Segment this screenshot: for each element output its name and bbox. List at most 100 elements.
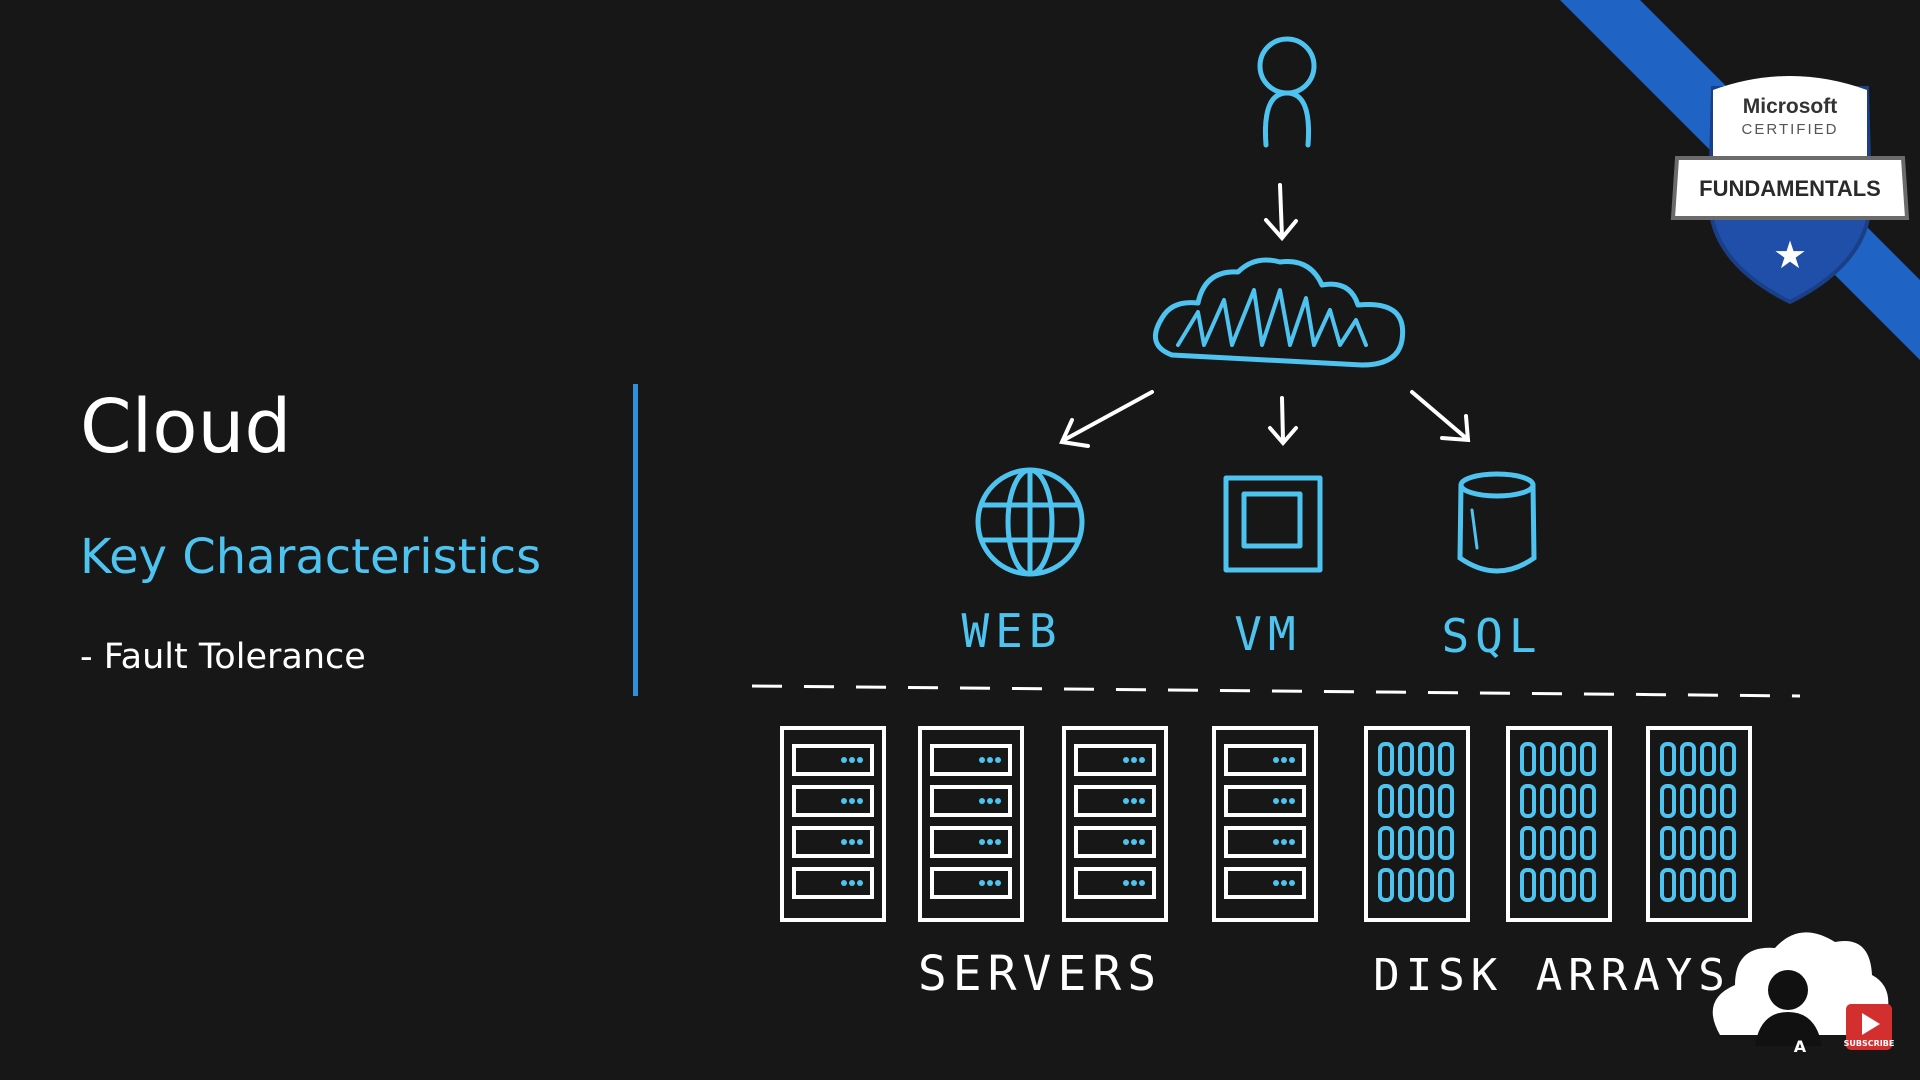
- server-led: [849, 798, 855, 804]
- rack-group: [780, 726, 1752, 922]
- label-vm: VM: [1234, 607, 1301, 661]
- server-led: [979, 757, 985, 763]
- server-led: [1131, 757, 1137, 763]
- disk-slot: [1700, 868, 1716, 902]
- disk-slot: [1398, 826, 1414, 860]
- server-led: [841, 798, 847, 804]
- server-led: [987, 757, 993, 763]
- server-led: [857, 880, 863, 886]
- server-led: [1281, 839, 1287, 845]
- server-slot: [1074, 744, 1156, 776]
- disk-slot: [1580, 742, 1596, 776]
- disk-slot: [1520, 868, 1536, 902]
- server-led: [1139, 757, 1145, 763]
- vm-icon: [1223, 475, 1323, 573]
- label-sql: SQL: [1441, 609, 1542, 663]
- server-slot: [792, 744, 874, 776]
- disk-slot: [1580, 868, 1596, 902]
- disk-array-icon: [1646, 726, 1752, 922]
- disk-array-icon: [1364, 726, 1470, 922]
- database-icon: [1457, 471, 1537, 574]
- server-led: [1289, 880, 1295, 886]
- disk-slot: [1660, 868, 1676, 902]
- disk-slot: [1700, 742, 1716, 776]
- slide-title: Cloud: [80, 384, 292, 470]
- server-led: [1281, 880, 1287, 886]
- disk-slot: [1680, 784, 1696, 818]
- arrow-to-vm: [1280, 396, 1285, 442]
- globe-icon: [975, 467, 1085, 577]
- badge-banner: [1670, 156, 1910, 220]
- server-led: [1123, 880, 1129, 886]
- slide-subtitle: Key Characteristics: [80, 529, 542, 585]
- disk-slot: [1378, 826, 1394, 860]
- server-led: [1139, 880, 1145, 886]
- server-slot: [1224, 867, 1306, 899]
- disk-slot: [1378, 784, 1394, 818]
- badge-level: FUNDAMENTALS: [1699, 176, 1881, 201]
- server-rack-icon: [1062, 726, 1168, 922]
- server-slot: [792, 785, 874, 817]
- server-led: [1273, 839, 1279, 845]
- server-slot: [1224, 826, 1306, 858]
- disk-slot: [1720, 784, 1736, 818]
- play-icon: [1862, 1013, 1880, 1035]
- disk-slot: [1398, 784, 1414, 818]
- server-led: [995, 880, 1001, 886]
- disk-slot: [1378, 868, 1394, 902]
- disk-slot: [1560, 826, 1576, 860]
- disk-slot: [1540, 784, 1556, 818]
- server-slot: [1074, 826, 1156, 858]
- server-led: [857, 757, 863, 763]
- server-led: [1273, 757, 1279, 763]
- server-led: [857, 839, 863, 845]
- server-led: [849, 839, 855, 845]
- disk-array-frame: [1646, 726, 1752, 922]
- disk-slot: [1580, 784, 1596, 818]
- server-led: [979, 880, 985, 886]
- server-led: [841, 839, 847, 845]
- disk-slot: [1580, 826, 1596, 860]
- disk-slot: [1560, 784, 1576, 818]
- server-led: [995, 839, 1001, 845]
- badge-top-panel: [1713, 76, 1867, 160]
- server-led: [987, 839, 993, 845]
- server-slot: [1224, 785, 1306, 817]
- logo-mark-icon: A: [1794, 1037, 1807, 1056]
- channel-logo[interactable]: A: [1712, 932, 1889, 1056]
- server-led: [1139, 798, 1145, 804]
- server-led: [1289, 757, 1295, 763]
- disk-slot: [1540, 868, 1556, 902]
- server-slot: [930, 826, 1012, 858]
- disk-slot: [1560, 868, 1576, 902]
- disk-slot: [1418, 784, 1434, 818]
- server-led: [1281, 798, 1287, 804]
- server-slot: [930, 744, 1012, 776]
- disk-slot: [1660, 742, 1676, 776]
- disk-slot: [1520, 784, 1536, 818]
- badge-brand: Microsoft: [1743, 95, 1838, 118]
- server-led: [987, 798, 993, 804]
- arrow-down-icon: [1264, 183, 1298, 242]
- server-led: [1289, 798, 1295, 804]
- disk-slot: [1438, 826, 1454, 860]
- disk-slot: [1520, 826, 1536, 860]
- server-led: [1123, 839, 1129, 845]
- disk-slot: [1680, 868, 1696, 902]
- disk-slot: [1520, 742, 1536, 776]
- server-slot: [930, 785, 1012, 817]
- bullet-fault-tolerance: - Fault Tolerance: [80, 637, 366, 677]
- label-disk-arrays: DISK ARRAYS: [1373, 950, 1730, 1001]
- label-web: WEB: [961, 604, 1062, 658]
- cloud-icon: [1152, 257, 1406, 368]
- server-rack-frame: [918, 726, 1024, 922]
- server-led: [1281, 757, 1287, 763]
- disk-array-frame: [1364, 726, 1470, 922]
- server-slot: [1074, 785, 1156, 817]
- subscribe-button[interactable]: SUBSCRIBE: [1844, 1004, 1895, 1050]
- disk-slot: [1720, 826, 1736, 860]
- server-led: [841, 757, 847, 763]
- disk-slot: [1418, 826, 1434, 860]
- server-rack-icon: [780, 726, 886, 922]
- star-icon: ★: [1773, 233, 1807, 277]
